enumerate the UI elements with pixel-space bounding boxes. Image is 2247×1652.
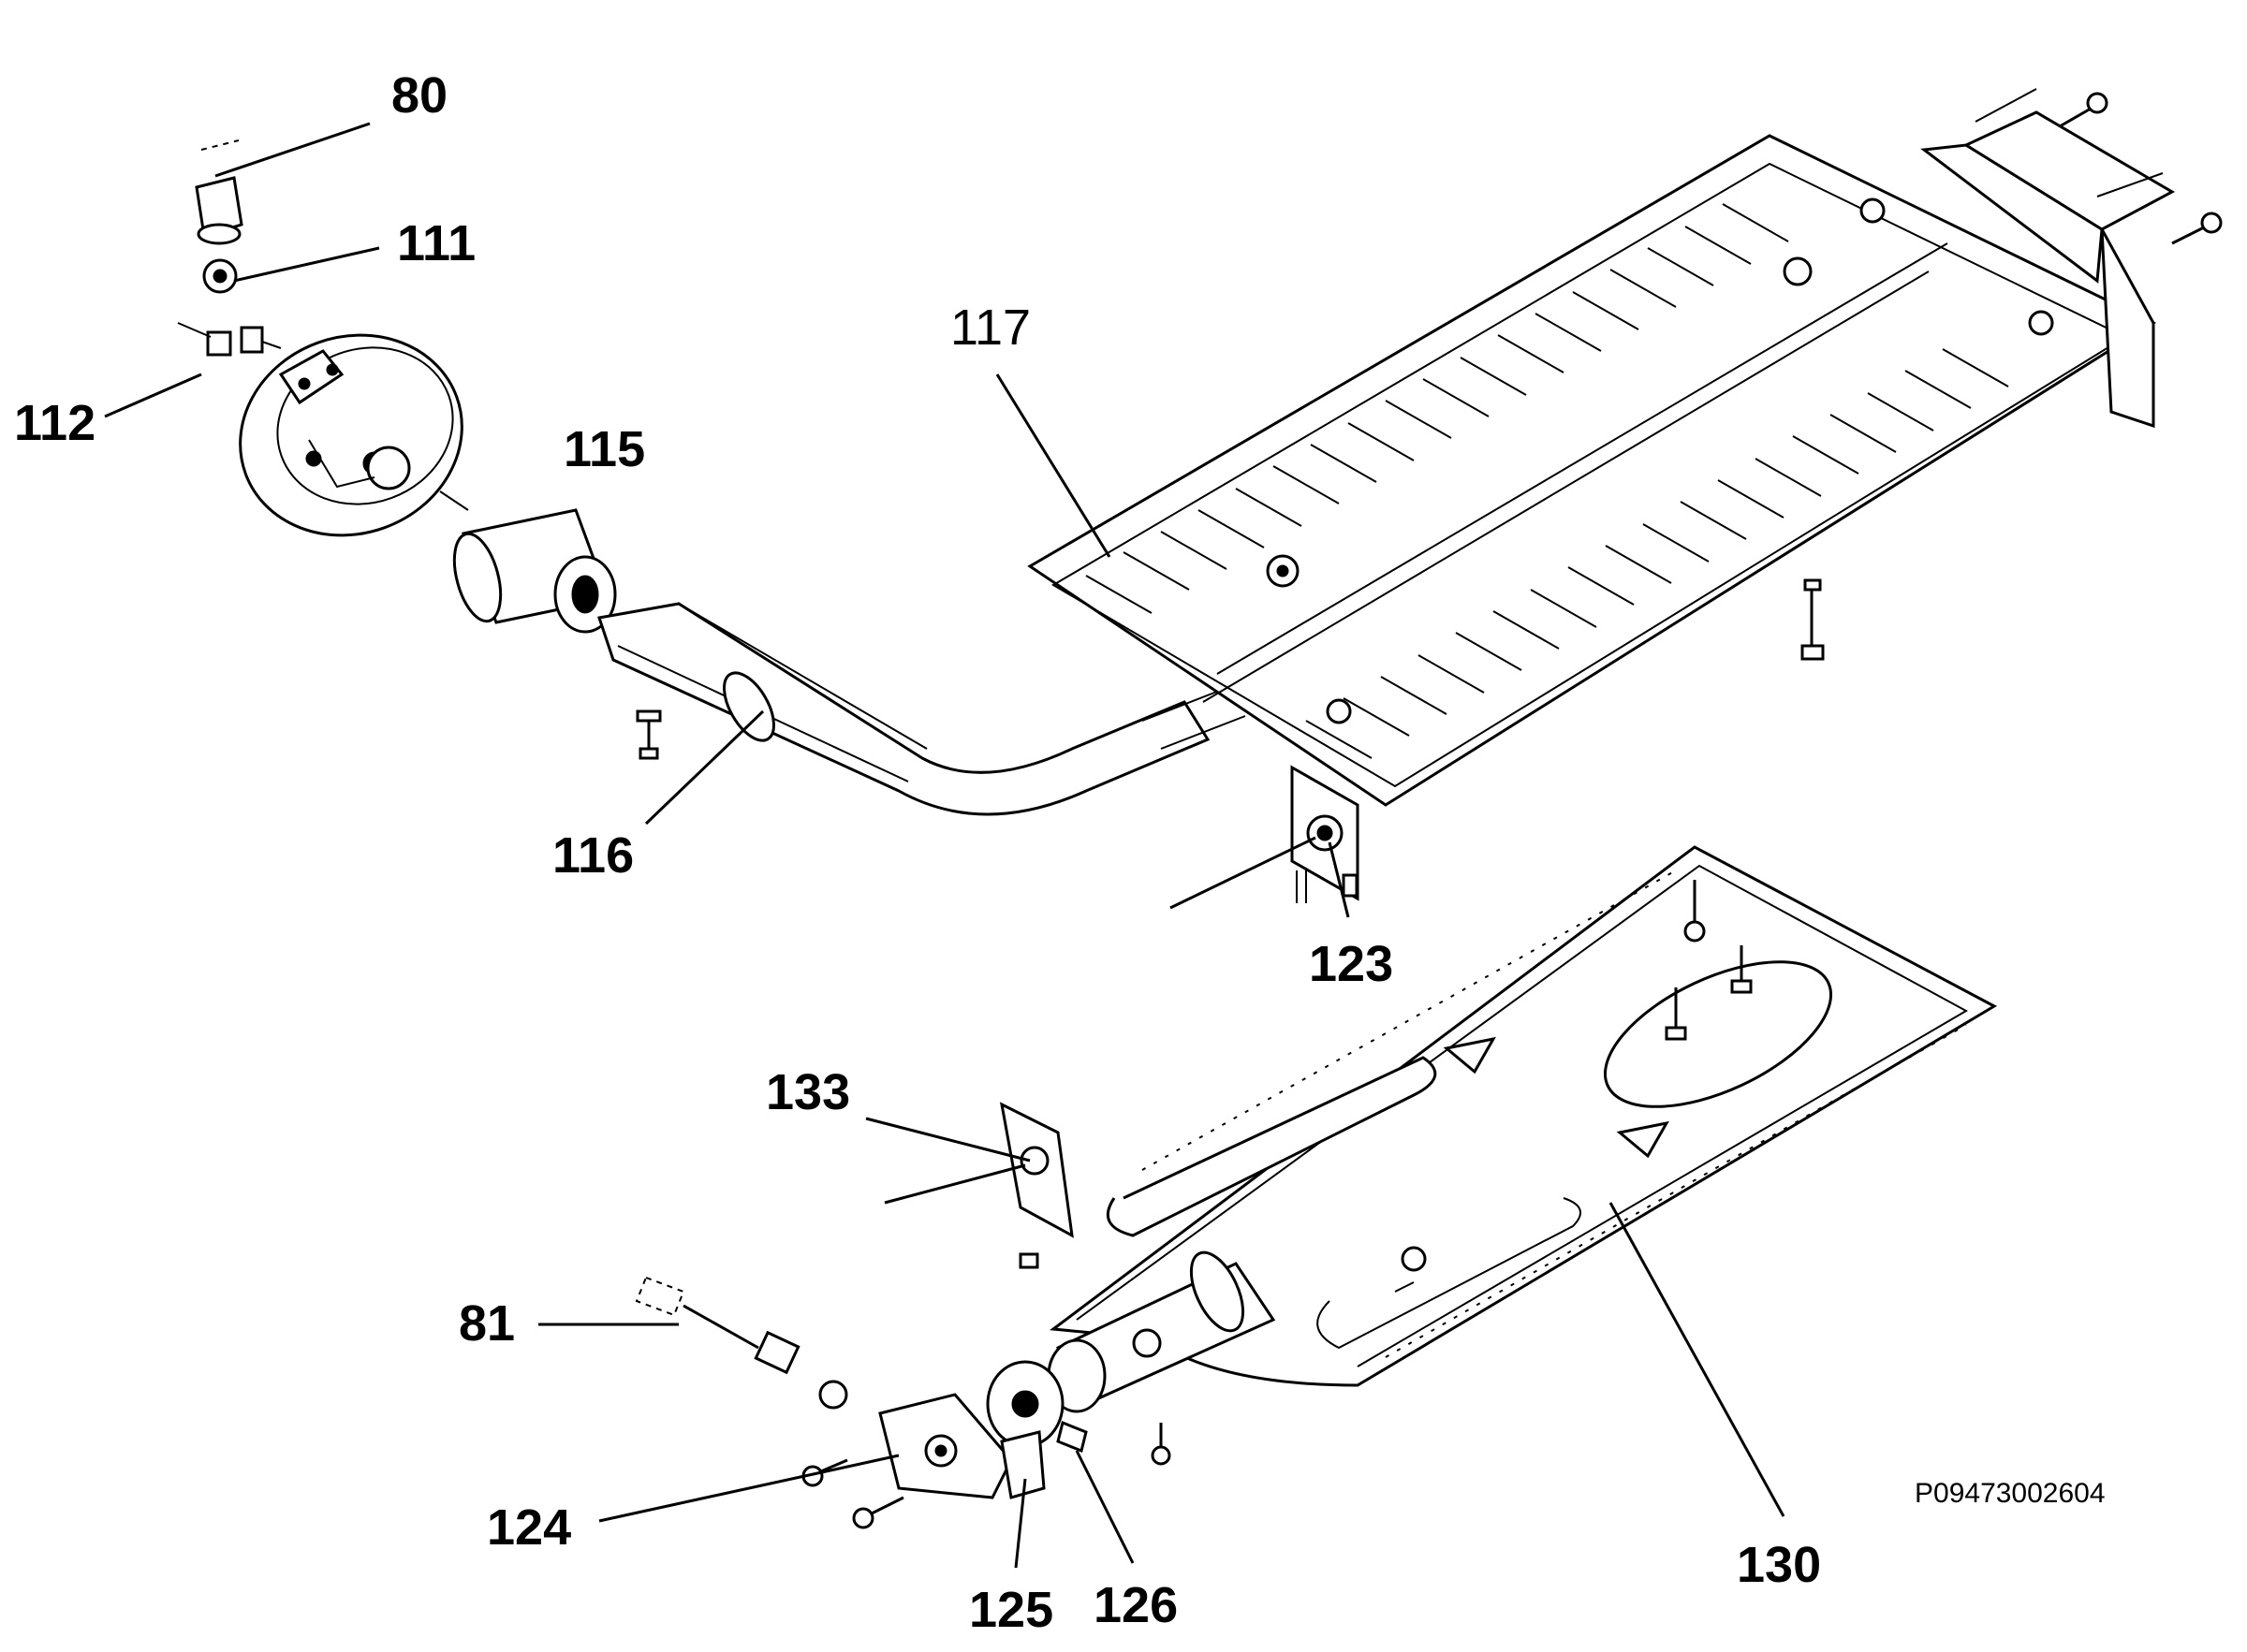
callout-126: 126 <box>1094 1577 1178 1633</box>
callout-112: 112 <box>14 395 95 451</box>
callout-111: 111 <box>397 215 476 271</box>
callout-81: 81 <box>459 1295 515 1352</box>
pan-screw-2 <box>1730 945 1753 994</box>
callout-130: 130 <box>1737 1537 1821 1593</box>
igniter-bracket-133 <box>884 1102 1074 1269</box>
callout-133: 133 <box>766 1064 850 1120</box>
screw-top-right-2 <box>2171 212 2223 245</box>
burner-tray-117 <box>1027 134 2157 807</box>
tray-bolt <box>1800 578 1825 661</box>
callout-125: 125 <box>969 1582 1053 1638</box>
nut-111 <box>202 258 238 294</box>
orifice-fitting-81 <box>635 1276 848 1410</box>
mounting-bracket <box>1920 88 2176 429</box>
venturi-tube-115 <box>452 508 617 634</box>
callout-123: 123 <box>1309 936 1393 992</box>
callout-116: 116 <box>552 827 634 884</box>
callout-80: 80 <box>391 67 448 124</box>
burner-tube-116 <box>597 602 1246 816</box>
burner-pan-130 <box>1050 845 1998 1387</box>
screw-lower-2 <box>852 1496 904 1529</box>
fitting-112 <box>177 322 282 357</box>
orifice-fitting-80 <box>195 139 243 245</box>
pan-screw-1 <box>1683 880 1706 943</box>
part-code: P09473002604 <box>1915 1478 2106 1509</box>
gas-valve-assembly <box>239 333 469 537</box>
callout-115: 115 <box>564 421 645 477</box>
screw-lower-3 <box>1151 1423 1171 1466</box>
igniter-bracket-123 <box>1169 765 1359 910</box>
leader-lines <box>104 122 1785 1569</box>
tray-corrugations <box>1085 203 2009 759</box>
lower-venturi <box>1047 1250 1276 1413</box>
pan-screw-3 <box>1665 987 1687 1041</box>
valve-bracket-124 <box>878 1393 1013 1499</box>
valve-body-125 <box>986 1360 1065 1499</box>
callout-124: 124 <box>487 1499 571 1556</box>
screw-116 <box>636 709 662 760</box>
screw-top-right-1 <box>2059 92 2108 128</box>
clip-126 <box>1056 1420 1088 1454</box>
callout-117: 117 <box>950 300 1031 356</box>
